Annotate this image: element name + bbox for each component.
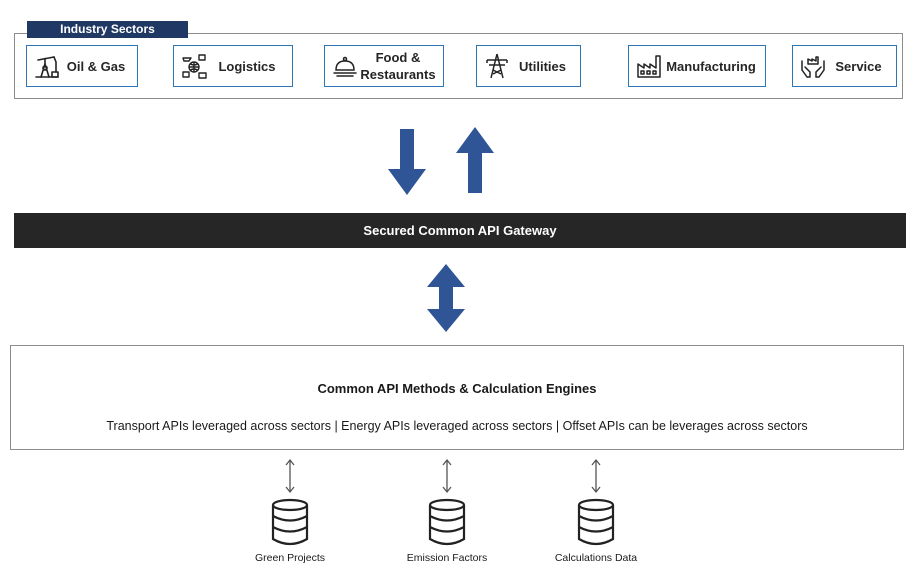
sector-label: Food & Restaurants (360, 50, 436, 82)
up-arrow-icon (456, 127, 494, 193)
industry-sectors-panel (14, 33, 903, 99)
factory-icon (637, 55, 661, 78)
sector-manufacturing[interactable]: Manufacturing (628, 45, 766, 87)
database-icon (271, 498, 309, 546)
connector-arrow-icon (285, 458, 295, 494)
sector-label: Service (835, 58, 882, 74)
service-hands-icon (801, 56, 825, 78)
sector-logistics[interactable]: Logistics (173, 45, 293, 87)
datastore-green-projects: Green Projects (230, 458, 350, 564)
api-gateway-bar: Secured Common API Gateway (14, 213, 906, 248)
sector-label: Logistics (218, 58, 276, 74)
datastore-label: Calculations Data (554, 552, 638, 564)
connector-arrow-icon (442, 458, 452, 494)
sector-utilities[interactable]: Utilities (476, 45, 581, 87)
datastore-label: Emission Factors (406, 552, 488, 564)
sector-food-restaurants[interactable]: Food & Restaurants (324, 45, 444, 87)
power-tower-icon (486, 53, 508, 79)
datastore-calculations-data: Calculations Data (536, 458, 656, 564)
engines-title: Common API Methods & Calculation Engines (317, 381, 597, 396)
connector-arrow-icon (591, 458, 601, 494)
oil-pump-icon (35, 56, 59, 78)
calculation-engines-panel: Common API Methods & Calculation Engines… (10, 345, 904, 450)
datastore-emission-factors: Emission Factors (387, 458, 507, 564)
sector-oil-gas[interactable]: Oil & Gas (26, 45, 138, 87)
double-arrow-icon (427, 264, 465, 332)
down-arrow-icon (388, 129, 426, 195)
bidirectional-flow-arrows (388, 127, 494, 195)
industry-sectors-tag: Industry Sectors (27, 21, 188, 38)
database-icon (428, 498, 466, 546)
food-cloche-icon (333, 56, 357, 77)
sector-label: Manufacturing (666, 58, 756, 74)
logistics-icon (182, 54, 207, 79)
engines-description: Transport APIs leveraged across sectors … (106, 419, 808, 433)
database-icon (577, 498, 615, 546)
sector-label: Oil & Gas (66, 58, 126, 74)
sector-service[interactable]: Service (792, 45, 897, 87)
sector-label: Utilities (519, 58, 566, 74)
datastore-label: Green Projects (254, 552, 326, 564)
